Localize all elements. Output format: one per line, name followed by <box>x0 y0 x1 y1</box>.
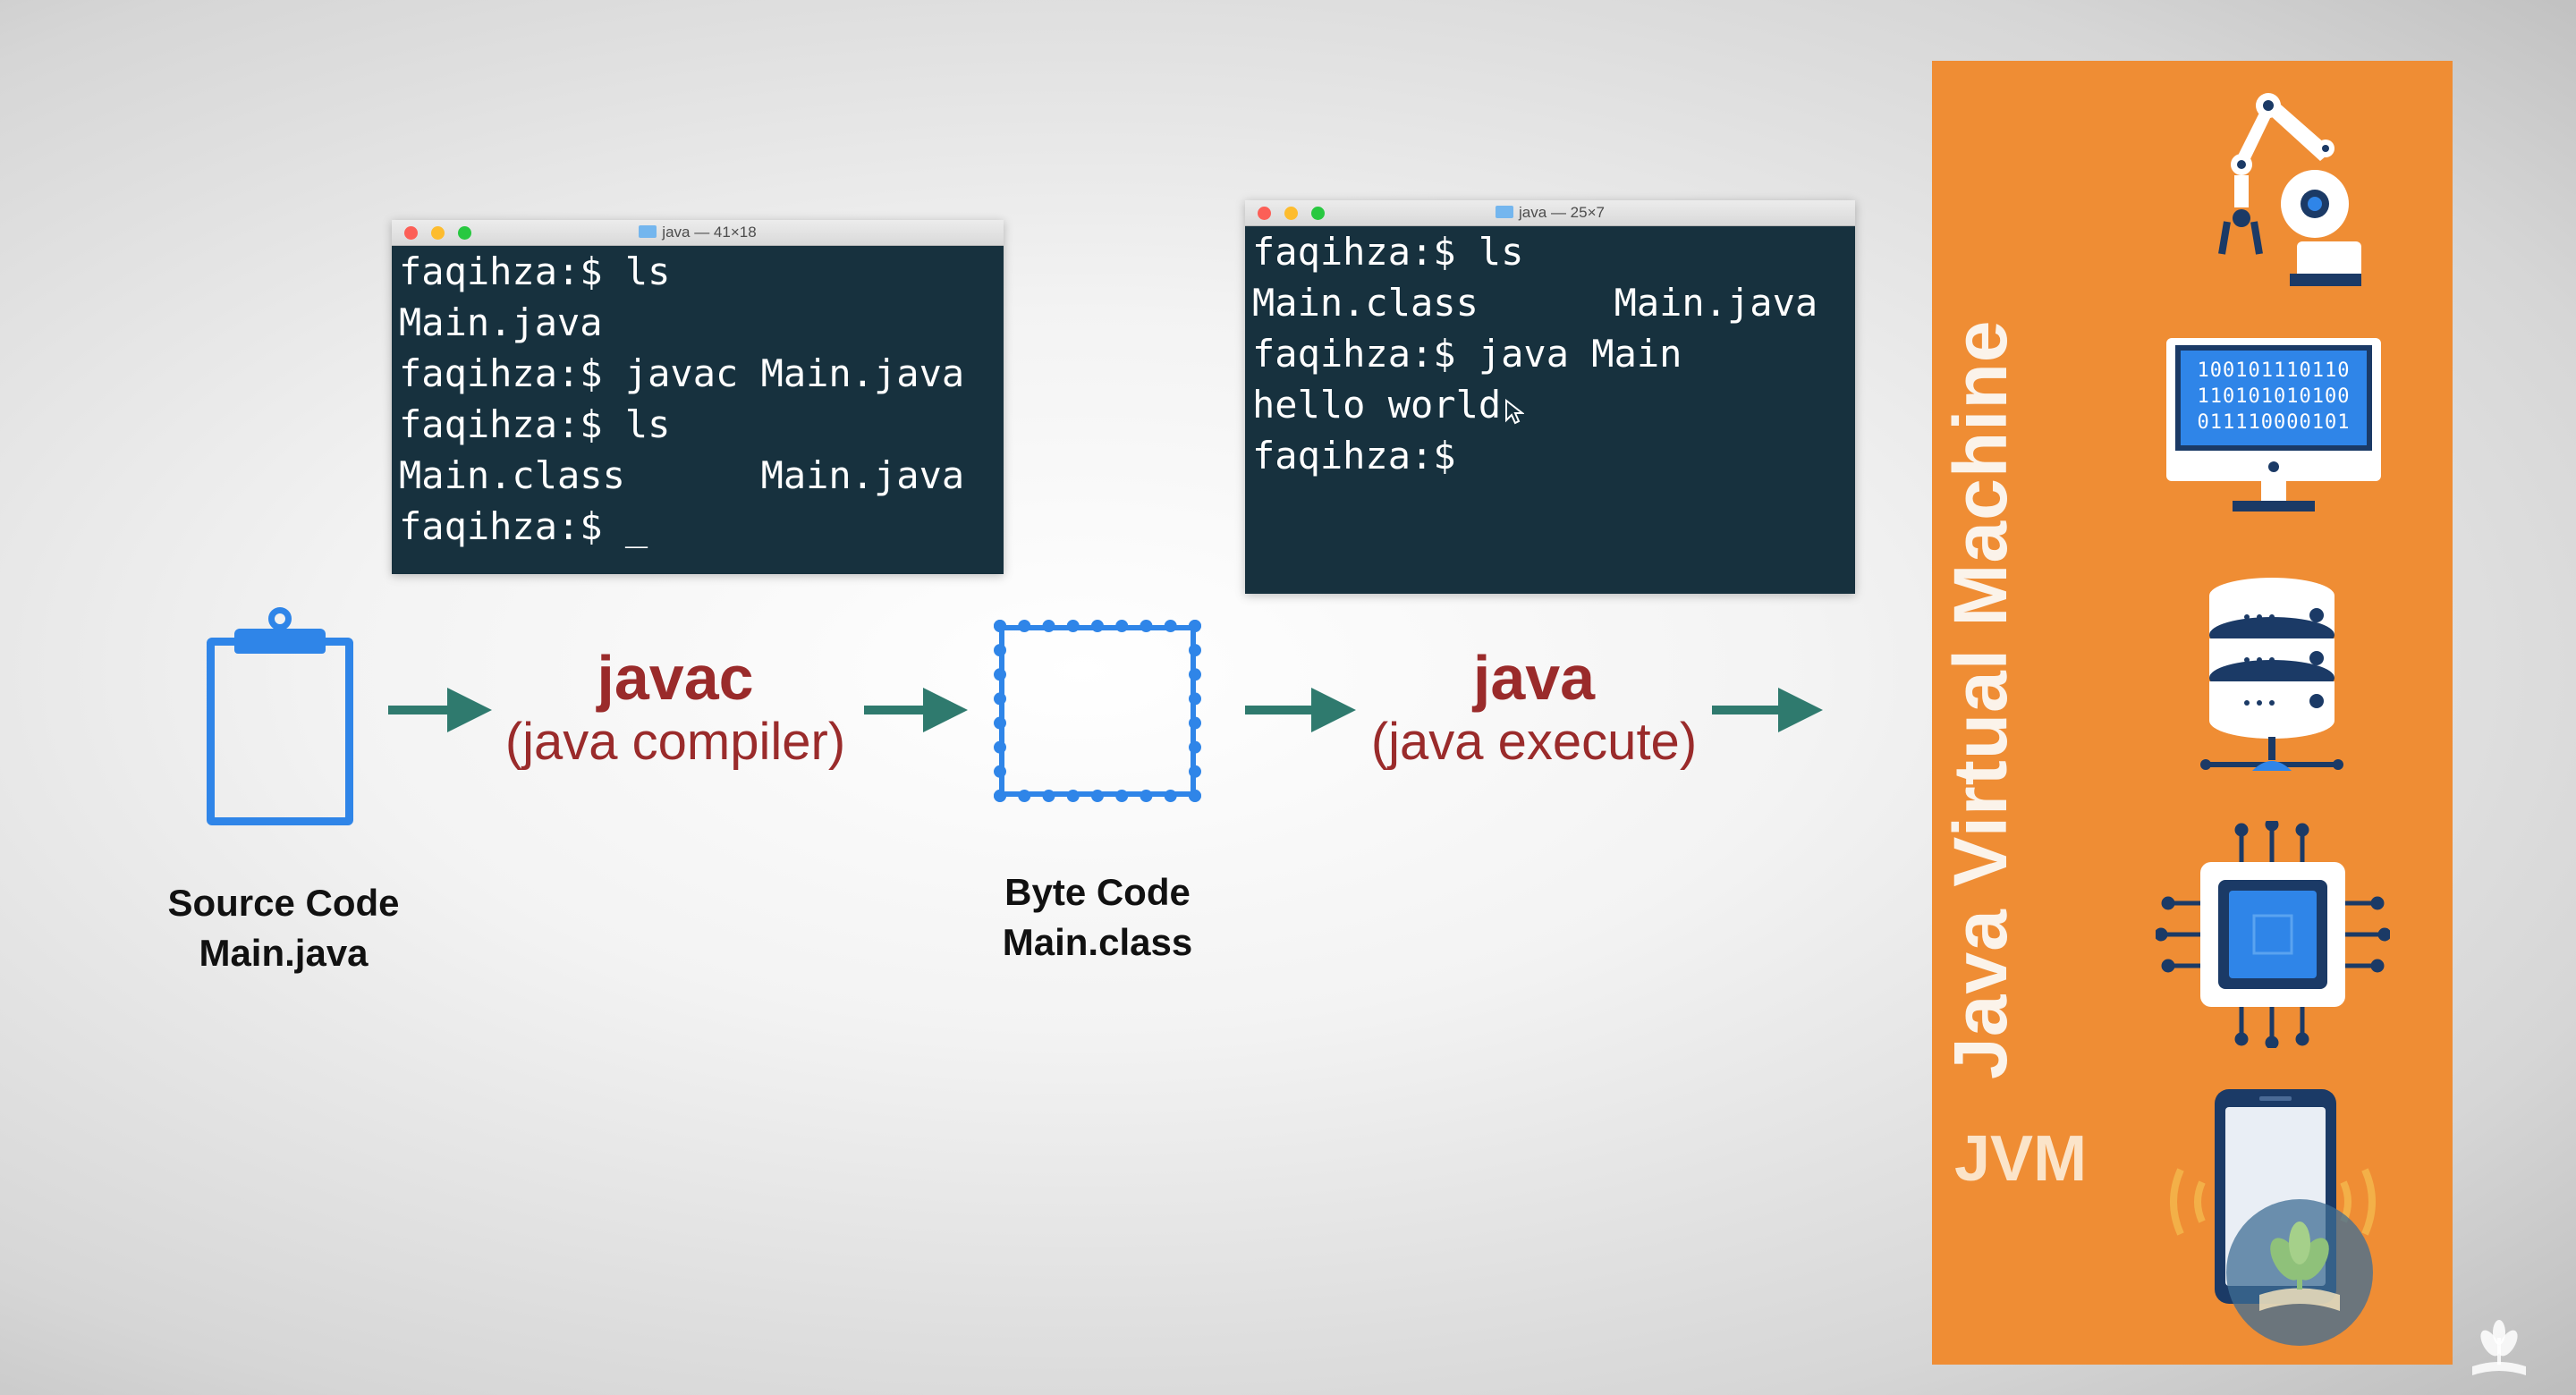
terminal-line: Main.java <box>399 300 603 344</box>
jvm-abbreviation: JVM <box>1954 1123 2088 1195</box>
javac-subtitle: (java compiler) <box>504 713 846 771</box>
zoom-window-button[interactable] <box>1311 207 1325 220</box>
close-window-button[interactable] <box>404 226 418 240</box>
terminal-title-text: java — 41×18 <box>662 224 757 241</box>
java-title: java <box>1472 643 1596 713</box>
jvm-vertical-title: Java Virtual Machine <box>1938 319 2022 1080</box>
source-code-file: Main.java <box>199 932 369 974</box>
terminal-line: faqihza:$ <box>1252 434 1456 478</box>
clipboard-ring <box>268 607 292 630</box>
java-subtitle: (java execute) <box>1370 713 1698 771</box>
terminal-titlebar[interactable]: java — 41×18 <box>392 220 1004 246</box>
bytecode-file-icon <box>994 620 1201 802</box>
terminal-title: java — 41×18 <box>392 224 1004 241</box>
source-code-caption: Source Code Main.java <box>134 878 433 978</box>
source-code-label: Source Code <box>167 882 400 924</box>
mouse-cursor-icon <box>1505 399 1524 425</box>
close-window-button[interactable] <box>1258 207 1271 220</box>
terminal-line: faqihza:$ ls <box>1252 230 1524 274</box>
terminal-title: java — 25×7 <box>1245 204 1855 222</box>
arrow-java-to-jvm <box>1712 688 1823 732</box>
folder-icon <box>1496 206 1514 218</box>
binary-line: 110101010100 <box>2197 385 2351 408</box>
watermark-logo-icon <box>2472 1320 2526 1375</box>
minimize-window-button[interactable] <box>1284 207 1298 220</box>
bytecode-caption: Byte Code Main.class <box>948 867 1247 968</box>
javac-stage: javac (java compiler) <box>465 642 886 772</box>
terminal-output[interactable]: faqihza:$ ls Main.class Main.java faqihz… <box>1245 226 1855 481</box>
bytecode-file: Main.class <box>1002 921 1193 963</box>
terminal-title-text: java — 25×7 <box>1519 204 1605 221</box>
terminal-line: faqihza:$ ls <box>399 249 671 293</box>
terminal-output[interactable]: faqihza:$ ls Main.java faqihza:$ javac M… <box>392 246 1004 552</box>
terminal-line: hello world <box>1252 383 1502 427</box>
terminal-window-javac[interactable]: java — 41×18 faqihza:$ ls Main.java faqi… <box>392 220 1004 574</box>
terminal-line: faqihza:$ _ <box>399 504 648 548</box>
bytecode-label: Byte Code <box>1004 871 1191 913</box>
computer-monitor-icon <box>2166 338 2381 512</box>
arrow-javac-to-bytecode <box>864 688 968 732</box>
terminal-titlebar[interactable]: java — 25×7 <box>1245 200 1855 226</box>
java-stage: java (java execute) <box>1324 642 1744 772</box>
terminal-window-java[interactable]: java — 25×7 faqihza:$ ls Main.class Main… <box>1245 200 1855 594</box>
database-server-icon <box>2200 578 2343 771</box>
terminal-line: faqihza:$ java Main <box>1252 332 1682 376</box>
minimize-window-button[interactable] <box>431 226 445 240</box>
terminal-line: faqihza:$ ls <box>399 402 671 446</box>
robot-arm-icon <box>2218 93 2361 286</box>
channel-logo-icon[interactable] <box>2224 1196 2376 1348</box>
arrow-source-to-javac <box>388 688 492 732</box>
terminal-line: Main.class Main.java <box>1252 281 1818 325</box>
source-code-clipboard-icon <box>207 638 353 825</box>
terminal-line: faqihza:$ javac Main.java <box>399 351 965 395</box>
arrow-bytecode-to-java <box>1245 688 1356 732</box>
binary-line: 011110000101 <box>2197 411 2351 434</box>
javac-title: javac <box>597 643 754 713</box>
jvm-panel <box>1932 61 2453 1365</box>
folder-icon <box>639 225 657 238</box>
binary-code-display: 100101110110 110101010100 011110000101 <box>2181 358 2367 435</box>
terminal-line: Main.class Main.java <box>399 453 965 497</box>
clipboard-clip <box>234 629 326 654</box>
cpu-chip-icon <box>2156 821 2390 1048</box>
binary-line: 100101110110 <box>2197 359 2351 382</box>
zoom-window-button[interactable] <box>458 226 471 240</box>
